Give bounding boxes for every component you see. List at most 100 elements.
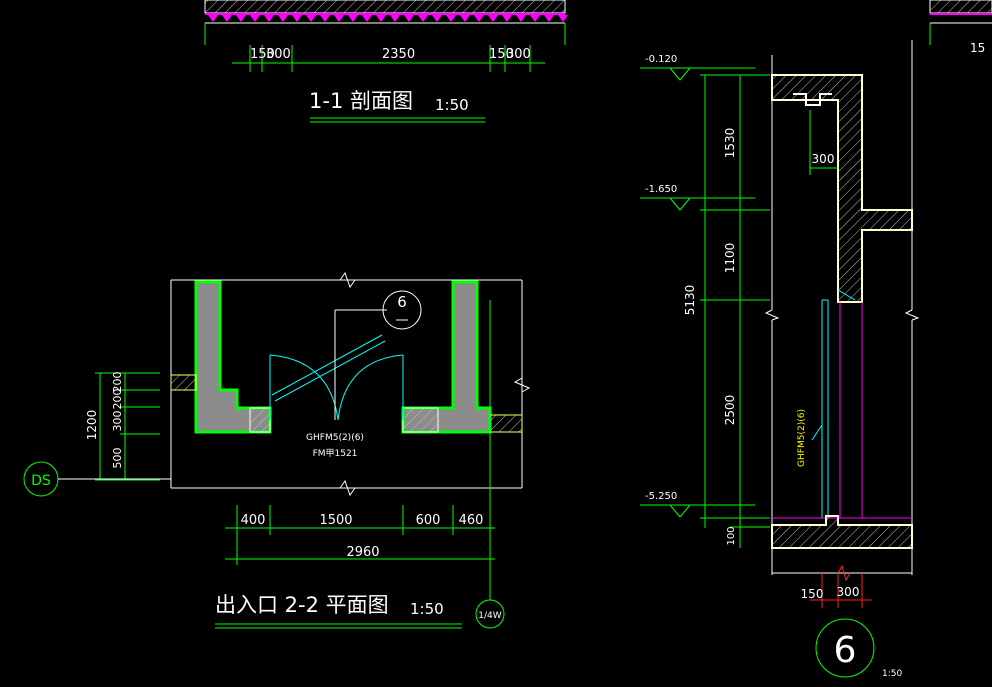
section-scale: 1:50 bbox=[435, 96, 469, 114]
dim-text: 100 bbox=[726, 526, 737, 545]
plan-scale: 1:50 bbox=[410, 600, 444, 618]
plan-wall-left bbox=[194, 280, 272, 434]
plan-title: 出入口 2-2 平面图 bbox=[215, 593, 389, 617]
dim-text: 150 bbox=[250, 47, 275, 62]
detail-marker-text: 6 bbox=[834, 630, 857, 671]
waterproof-triangle bbox=[432, 15, 442, 22]
axis-bubble bbox=[475, 599, 505, 629]
section-slab bbox=[204, 0, 566, 14]
waterproof-triangle bbox=[446, 15, 456, 22]
waterproof-triangles bbox=[208, 15, 568, 22]
level-marker: -5.250 bbox=[640, 491, 755, 518]
waterproof-triangle bbox=[558, 15, 568, 22]
waterproof-triangle bbox=[208, 15, 218, 22]
fragment-slab bbox=[929, 0, 992, 14]
plan-wall-end bbox=[402, 407, 439, 433]
waterproof-triangle bbox=[404, 15, 414, 22]
level-text: -5.250 bbox=[645, 491, 677, 502]
dim-text: 1530 bbox=[723, 128, 737, 159]
detail-marker-circle bbox=[815, 618, 875, 678]
plan-2-2: 6 GHFM5(2)(6) FM甲1521 1200 300 200 200 5… bbox=[23, 271, 531, 629]
door-swing bbox=[337, 354, 404, 421]
floor-slab bbox=[771, 515, 913, 549]
dim-text: 1200 bbox=[85, 410, 99, 441]
level-marker: -1.650 bbox=[640, 184, 755, 211]
waterproof-triangle bbox=[278, 15, 288, 22]
door-swing bbox=[269, 354, 339, 421]
door-panel bbox=[271, 334, 383, 396]
detail-wall bbox=[771, 74, 913, 303]
dim-text: 150 bbox=[489, 47, 514, 62]
waterproof-triangle bbox=[502, 15, 512, 22]
break-mark bbox=[837, 564, 851, 582]
break-mark bbox=[764, 309, 780, 321]
fragment-dim: 15 bbox=[970, 41, 985, 55]
detail-door-code: GHFM5(2)(6) bbox=[797, 409, 807, 467]
waterproof-triangle bbox=[334, 15, 344, 22]
waterproof-triangle bbox=[488, 15, 498, 22]
total-dim-text: 2960 bbox=[346, 545, 379, 560]
section-marker-text: 6 bbox=[397, 293, 407, 311]
dim-text: 1500 bbox=[319, 513, 352, 528]
dim-text: 150 bbox=[801, 587, 824, 601]
dim-text: 1100 bbox=[723, 243, 737, 274]
waterproof-triangle bbox=[530, 15, 540, 22]
door-code: GHFM5(2)(6) bbox=[306, 433, 364, 443]
section-title: 1-1 剖面图 bbox=[309, 89, 413, 113]
door-handle bbox=[811, 424, 823, 441]
section-1-1: 150 300 2350 150 300 1-1 剖面图 1:50 bbox=[204, 0, 568, 123]
plan-wall-end bbox=[249, 407, 271, 433]
section-marker-circle bbox=[382, 290, 422, 330]
dim-text: 300 bbox=[111, 411, 124, 432]
dim-text: 300 bbox=[837, 585, 860, 599]
waterproof-triangle bbox=[320, 15, 330, 22]
break-mark bbox=[339, 479, 356, 497]
plan-stub-left bbox=[170, 374, 197, 391]
waterproof-triangle bbox=[362, 15, 372, 22]
waterproof-triangle bbox=[236, 15, 246, 22]
dim-text: 2350 bbox=[382, 47, 415, 62]
dim-text: 2500 bbox=[723, 395, 737, 426]
section-fragment-right: 15 bbox=[929, 0, 992, 55]
dim-text: 200 bbox=[111, 372, 124, 393]
door-subcode: FM甲1521 bbox=[313, 448, 358, 459]
detail-scale: 1:50 bbox=[882, 669, 902, 679]
door-seal bbox=[837, 289, 856, 301]
waterproof-triangle bbox=[390, 15, 400, 22]
waterproof-triangle bbox=[250, 15, 260, 22]
break-mark bbox=[904, 309, 920, 321]
dim-text: 600 bbox=[416, 513, 441, 528]
waterproof-triangle bbox=[516, 15, 526, 22]
door-panel bbox=[274, 340, 386, 402]
level-marker: -0.120 bbox=[640, 54, 755, 81]
break-mark bbox=[339, 271, 356, 289]
axis-bubble-label: 1/4W bbox=[478, 611, 501, 621]
waterproof-triangle bbox=[544, 15, 554, 22]
plan-door bbox=[269, 334, 404, 421]
dim-text: 460 bbox=[459, 513, 484, 528]
waterproof-triangle bbox=[376, 15, 386, 22]
waterproof-triangle bbox=[306, 15, 316, 22]
waterproof-triangle bbox=[348, 15, 358, 22]
dim-text: 500 bbox=[111, 448, 124, 469]
drip-groove bbox=[793, 93, 832, 106]
waterproof-triangle bbox=[222, 15, 232, 22]
waterproof-triangle bbox=[474, 15, 484, 22]
dim-text: 5130 bbox=[683, 285, 697, 316]
waterproof-triangle bbox=[418, 15, 428, 22]
waterproof-triangle bbox=[460, 15, 470, 22]
break-mark bbox=[513, 377, 531, 393]
level-text: -0.120 bbox=[645, 54, 677, 65]
plan-stub-right bbox=[489, 414, 523, 433]
level-text: -1.650 bbox=[645, 184, 677, 195]
waterproof-triangle bbox=[292, 15, 302, 22]
detail-6: -0.120 -1.650 -5.250 5130 1530 1100 2500… bbox=[640, 40, 920, 679]
dim-text: 300 bbox=[266, 47, 291, 62]
dim-text: 200 bbox=[111, 389, 124, 410]
dim-text: 400 bbox=[241, 513, 266, 528]
dim-text: 300 bbox=[812, 152, 835, 166]
dim-text: 300 bbox=[506, 47, 531, 62]
waterproof-triangle bbox=[264, 15, 274, 22]
